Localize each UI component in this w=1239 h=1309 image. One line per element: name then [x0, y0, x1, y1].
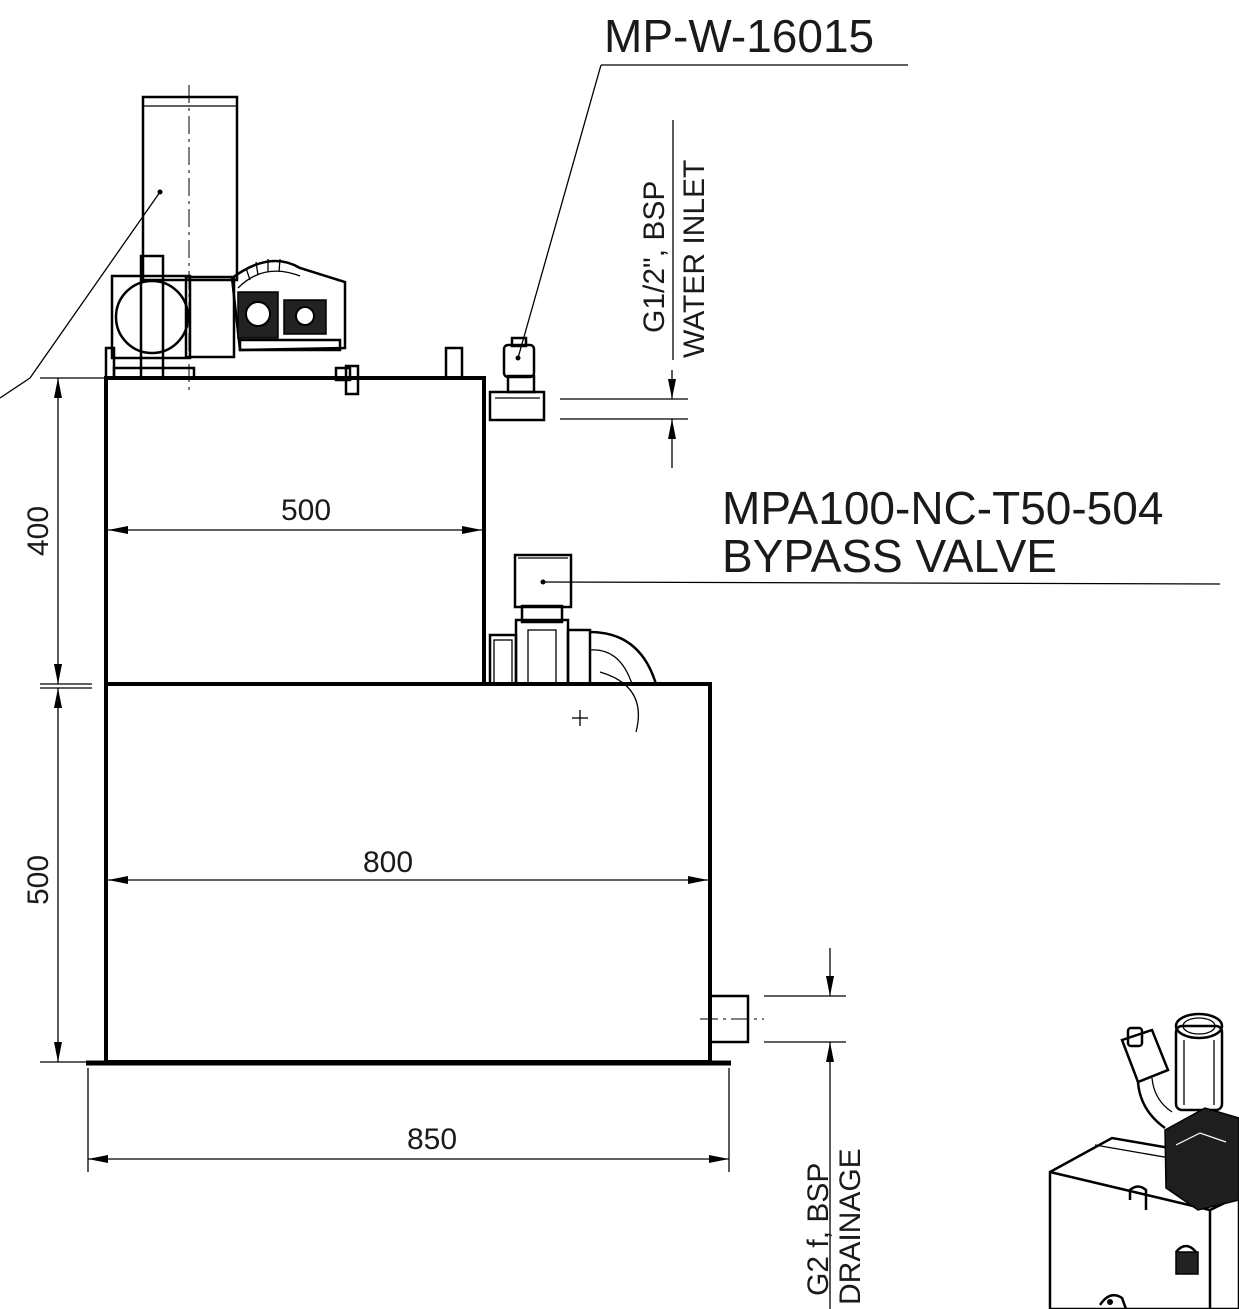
drainage-name: DRAINAGE — [834, 1148, 867, 1305]
dim-lower-height: 500 — [22, 855, 55, 905]
dimension-lines — [40, 377, 730, 1172]
dim-upper-height: 400 — [22, 506, 55, 556]
bypass-name-label: BYPASS VALVE — [722, 530, 1057, 582]
dim-upper-width: 500 — [281, 494, 331, 527]
water-inlet-valve — [488, 64, 908, 468]
bypass-valve — [488, 553, 1221, 733]
dim-lower-width: 800 — [363, 846, 413, 879]
dosing-pump — [0, 85, 464, 399]
dim-base-width: 850 — [407, 1123, 457, 1156]
bypass-model-label: MPA100-NC-T50-504 — [722, 482, 1163, 534]
drain-outlet — [700, 948, 846, 1309]
water-inlet-name: WATER INLET — [678, 160, 711, 358]
upper-tank — [104, 376, 486, 686]
pump-model-label: MP-W-16015 — [604, 10, 874, 62]
drainage-size: G2 f, BSP — [802, 1163, 835, 1296]
isometric-view — [1048, 1012, 1239, 1309]
water-inlet-size: G1/2", BSP — [638, 181, 671, 333]
